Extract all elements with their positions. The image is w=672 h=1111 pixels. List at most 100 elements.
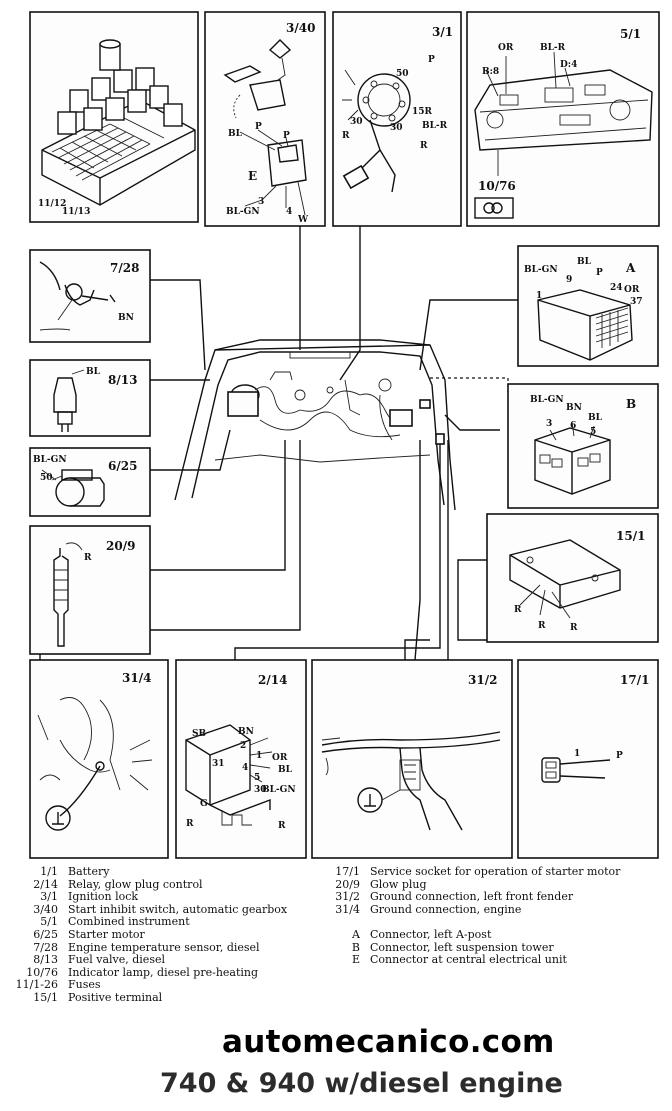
svg-text:P: P [428, 55, 435, 65]
svg-text:E: E [248, 169, 257, 183]
svg-text:4: 4 [286, 207, 292, 217]
fuse-label-11-13: 11/13 [62, 207, 90, 217]
svg-text:BL: BL [588, 413, 603, 423]
component-31-4: 31/4 [29, 659, 169, 859]
svg-text:24: 24 [610, 283, 623, 293]
svg-text:4: 4 [242, 763, 248, 773]
code-5-1: 5/1 [620, 27, 641, 41]
dashed-wire [430, 377, 509, 392]
svg-text:2: 2 [240, 741, 246, 751]
svg-text:3: 3 [258, 197, 264, 207]
component-15-1: 15/1 R R R [486, 513, 659, 643]
svg-text:1: 1 [256, 751, 262, 761]
code-15-1: 15/1 [616, 529, 645, 543]
svg-text:BL-R: BL-R [540, 43, 566, 53]
ground-symbol-icon [45, 805, 71, 831]
svg-text:3: 3 [546, 419, 552, 429]
component-2-14: 2/14 SB BN OR BL BL-GN 31 G R R 2 1 4 5 … [175, 659, 307, 859]
svg-text:BN: BN [118, 313, 134, 323]
svg-text:BL: BL [577, 257, 592, 267]
component-3-40: 3/40 BL P P E BL-GN 3 4 W [204, 11, 326, 227]
svg-text:OR: OR [624, 285, 640, 295]
component-6-25: 6/25 BL-GN 50 [29, 447, 151, 517]
code-3-40: 3/40 [286, 21, 315, 35]
svg-text:31: 31 [212, 759, 225, 769]
svg-text:BL-GN: BL-GN [226, 207, 260, 217]
svg-text:W: W [297, 215, 309, 225]
svg-text:30: 30 [350, 117, 363, 127]
svg-text:37: 37 [630, 297, 643, 307]
svg-text:R: R [342, 131, 350, 141]
fuse-label-11-12: 11/12 [38, 199, 66, 209]
svg-text:BN: BN [566, 403, 582, 413]
svg-text:5: 5 [254, 773, 260, 783]
svg-text:OR: OR [498, 43, 514, 53]
svg-text:R: R [570, 623, 578, 633]
svg-text:BL-R: BL-R [422, 121, 448, 131]
svg-text:R: R [84, 553, 92, 563]
svg-text:BL: BL [278, 765, 293, 775]
svg-text:BL-GN: BL-GN [33, 455, 67, 465]
svg-text:OR: OR [272, 753, 288, 763]
svg-text:G: G [200, 799, 208, 809]
code-8-13: 8/13 [108, 373, 137, 387]
wiring-diagram: 11/12 11/13 3/40 BL P P E BL-GN 3 4 W 3/… [29, 11, 660, 859]
code-10-76: 10/76 [478, 179, 516, 193]
svg-text:50: 50 [396, 69, 409, 79]
svg-text:BL-GN: BL-GN [530, 395, 564, 405]
component-3-1: 3/1 P 50 15R 30 30 BL-R R R [332, 11, 462, 227]
code-a: A [625, 261, 636, 275]
svg-text:R: R [186, 819, 194, 829]
indicator-lamp-icon [474, 197, 514, 219]
component-1-1: 11/12 11/13 [29, 11, 199, 223]
component-20-9: 20/9 R [29, 525, 151, 655]
svg-text:1: 1 [574, 749, 580, 759]
component-8-13: 8/13 BL [29, 359, 151, 437]
svg-text:1: 1 [536, 291, 542, 301]
site-watermark: automecanico.com [222, 1024, 555, 1060]
svg-text:P: P [596, 268, 603, 278]
svg-text:B:8: B:8 [482, 67, 499, 77]
svg-text:5: 5 [590, 427, 596, 437]
svg-text:R: R [514, 605, 522, 615]
svg-text:15R: 15R [412, 107, 433, 117]
svg-text:30: 30 [254, 785, 267, 795]
svg-text:6: 6 [570, 421, 576, 431]
code-7-28: 7/28 [110, 261, 139, 275]
svg-text:30: 30 [390, 123, 403, 133]
code-b: B [626, 397, 636, 411]
code-31-2: 31/2 [468, 673, 497, 687]
connector-b: B BL-GN BN BL 3 6 5 [507, 383, 659, 509]
code-6-25: 6/25 [108, 459, 137, 473]
svg-text:BL-GN: BL-GN [262, 785, 296, 795]
svg-text:50: 50 [40, 473, 53, 483]
svg-text:P: P [255, 122, 262, 132]
engine-bay-drawing [174, 339, 456, 511]
connector-a: A BL-GN BL P 9 24 OR 37 1 [517, 245, 659, 367]
code-17-1: 17/1 [620, 673, 649, 687]
svg-text:R: R [278, 821, 286, 831]
svg-text:R: R [420, 141, 428, 151]
svg-text:9: 9 [566, 275, 572, 285]
component-5-1: 5/1 OR BL-R B:8 D:4 10/76 [466, 11, 660, 227]
component-31-2: 31/2 [311, 659, 513, 859]
code-2-14: 2/14 [258, 673, 287, 687]
svg-text:P: P [616, 751, 623, 761]
